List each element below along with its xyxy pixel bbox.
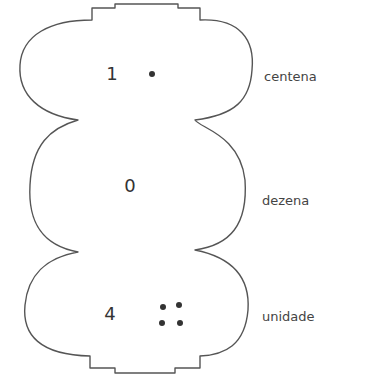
counting-dot [160, 304, 166, 310]
lobed-outline [20, 4, 252, 373]
digit-label: 1 [106, 65, 117, 83]
place-value-lobe: 0dezena [118, 171, 142, 201]
place-value-lobe: 1centena [100, 59, 124, 89]
place-name-label: unidade [262, 310, 315, 323]
counting-dot [177, 320, 183, 326]
counting-dot [149, 71, 155, 77]
counting-dot [176, 302, 182, 308]
place-name-label: centena [264, 70, 317, 83]
digit-label: 4 [104, 305, 115, 323]
place-name-label: dezena [262, 194, 309, 207]
place-value-lobe: 4unidade [98, 299, 122, 329]
digit-label: 0 [124, 177, 135, 195]
counting-dot [159, 320, 165, 326]
